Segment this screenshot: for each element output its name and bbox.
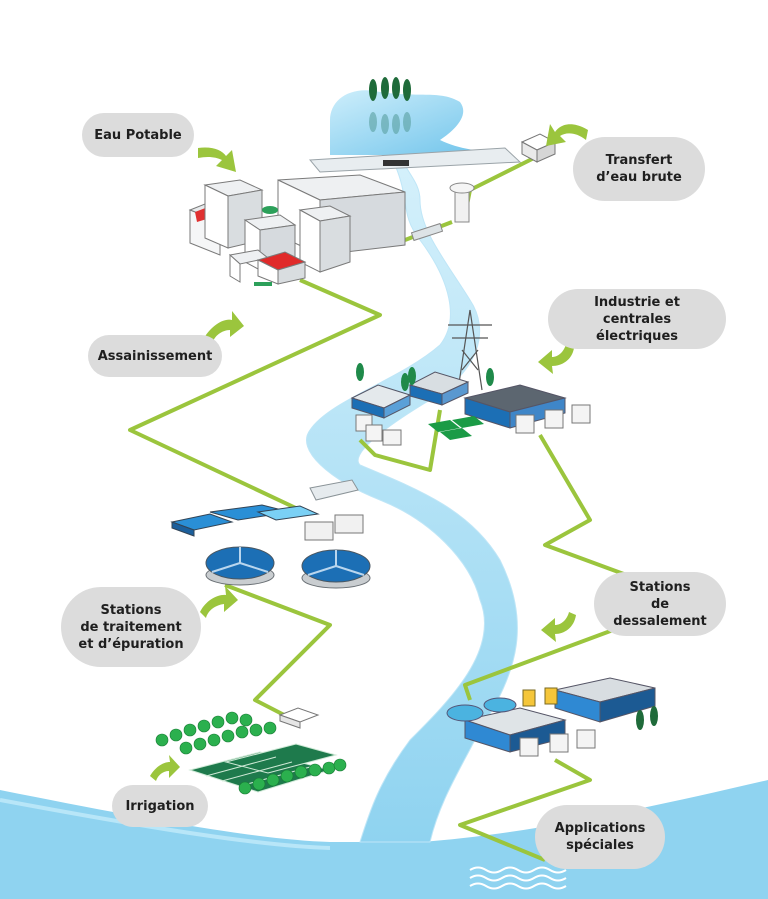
water-tower: [449, 182, 475, 223]
dam-gate: [383, 160, 409, 166]
city: [188, 174, 406, 285]
sea: [0, 780, 768, 899]
treatment-boxes: [304, 514, 364, 541]
desalination-trees: [636, 706, 658, 730]
label-traitement-line2: de traitement: [80, 619, 182, 635]
arrow-transfert-icon: [546, 124, 588, 146]
clarifier-left: [205, 546, 275, 586]
desalination-boxes: [519, 729, 596, 757]
irrigation-pump-box: [278, 707, 320, 729]
lake-trees: [369, 77, 411, 101]
clarifier-right: [301, 549, 371, 589]
label-dessalement-line2: de dessalement: [613, 596, 707, 629]
label-traitement-line1: Stations: [100, 602, 162, 618]
desalination-tanks: [446, 687, 558, 722]
label-transfert-line2: d’eau brute: [596, 170, 682, 185]
label-stations-traitement: Stations de traitement et d’épuration: [61, 587, 201, 667]
arrow-traitement-icon: [200, 586, 238, 618]
label-eau-potable: Eau Potable: [82, 113, 194, 157]
arrow-dessalement-icon: [541, 612, 576, 642]
label-industrie-centrales: Industrie et centrales électriques: [548, 289, 726, 349]
pump-box-top: [520, 133, 557, 163]
treatment-basins: [170, 504, 320, 537]
industry-trees: [356, 363, 494, 391]
industry: [350, 371, 567, 429]
irrigation-trees: [155, 711, 347, 795]
industry-green-panels: [428, 416, 484, 440]
arrow-eau-potable-icon: [198, 147, 236, 172]
arrow-industrie-icon: [538, 344, 574, 374]
city-greenery: [254, 206, 278, 286]
label-stations-dessalement: Stations de dessalement: [594, 572, 726, 636]
label-applications-line1: Applications: [554, 821, 646, 836]
label-dessalement-line1: Stations: [629, 579, 691, 595]
label-traitement-line3: et d’épuration: [78, 636, 184, 652]
label-eau-potable-line1: Eau Potable: [94, 127, 182, 143]
arrow-irrigation-icon: [150, 755, 180, 781]
label-industrie-line1: Industrie et centrales: [594, 294, 680, 327]
arrow-assainissement-icon: [204, 311, 244, 344]
label-applications-line2: spéciales: [566, 838, 634, 853]
river-weir: [309, 479, 359, 501]
dam: [308, 147, 522, 173]
lake: [330, 90, 500, 155]
label-assainissement-line1: Assainissement: [97, 348, 213, 364]
waves-icon: [469, 866, 567, 890]
pipe-bridge: [410, 222, 444, 242]
label-irrigation-line1: Irrigation: [125, 798, 195, 814]
label-irrigation: Irrigation: [112, 785, 208, 827]
sea-highlight: [0, 798, 331, 850]
label-transfert-eau-brute: Transfert d’eau brute: [573, 137, 705, 201]
label-applications-speciales: Applications spéciales: [535, 805, 665, 869]
label-assainissement: Assainissement: [88, 335, 222, 377]
pipeline-network: [128, 153, 641, 862]
label-transfert-line1: Transfert: [605, 153, 673, 168]
lake-tree-reflections: [369, 112, 411, 134]
power-pylon: [448, 309, 492, 391]
label-industrie-line2: électriques: [596, 328, 678, 344]
industry-boxes: [355, 404, 591, 446]
river: [306, 164, 518, 843]
